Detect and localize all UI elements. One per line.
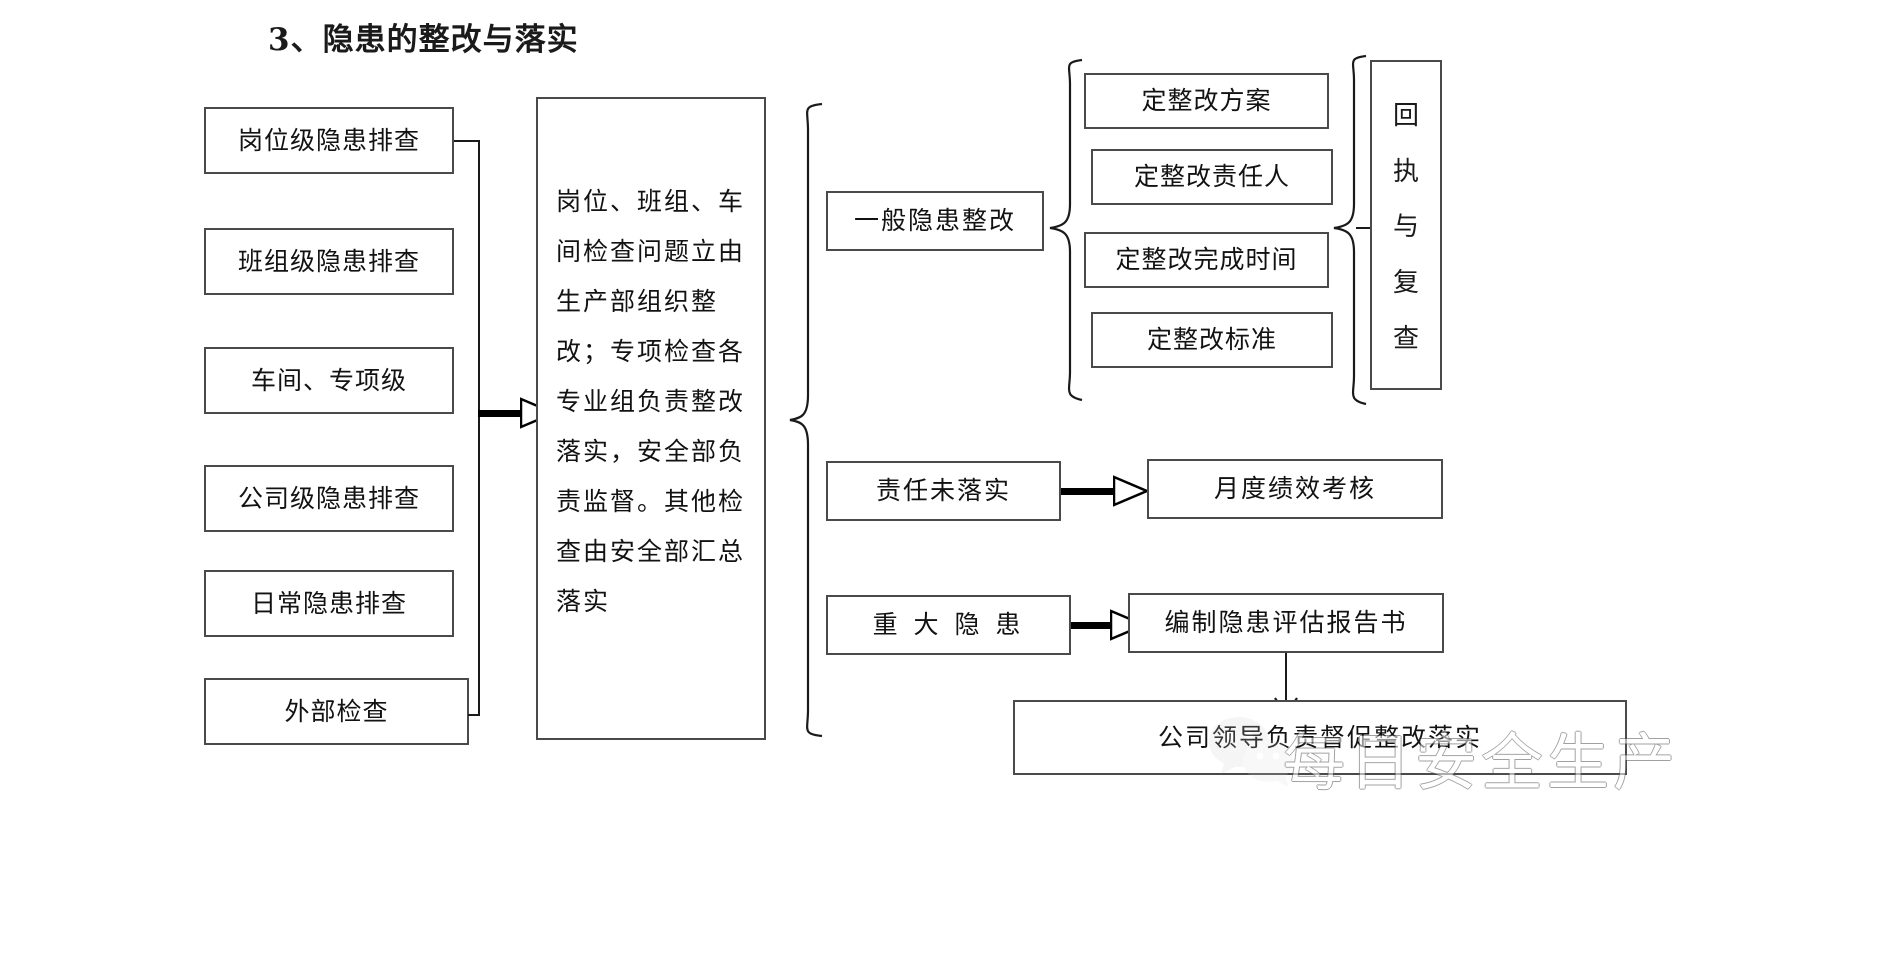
receipt-char: 复 bbox=[1392, 268, 1419, 299]
detail-box-label: 定整改方案 bbox=[1141, 86, 1272, 116]
brace-receipt bbox=[1333, 54, 1367, 406]
page-title: 3、隐患的整改与落实 bbox=[268, 22, 579, 58]
left-box-label: 岗位级隐患排查 bbox=[237, 125, 420, 155]
detail-box-deadline[interactable]: 定整改完成时间 bbox=[1084, 232, 1329, 288]
arrow-tail-responsibility bbox=[1061, 488, 1123, 495]
detail-box-responsible[interactable]: 定整改责任人 bbox=[1091, 149, 1333, 205]
connector-report-to-leader bbox=[1285, 653, 1287, 705]
left-box-external[interactable]: 外部检查 bbox=[204, 678, 469, 745]
receipt-char: 执 bbox=[1392, 156, 1419, 187]
left-box-workshop-level[interactable]: 车间、专项级 bbox=[204, 347, 454, 414]
arrow-tail-to-center bbox=[478, 410, 528, 417]
responsibility-unfulfilled-box[interactable]: 责任未落实 bbox=[826, 461, 1061, 521]
detail-box-plan[interactable]: 定整改方案 bbox=[1084, 73, 1329, 129]
connector-stub-post bbox=[454, 140, 480, 142]
leader-supervision-box[interactable]: 公司领导负责督促整改落实 bbox=[1013, 700, 1627, 775]
connector-left-bus bbox=[478, 140, 480, 715]
detail-box-label: 定整改责任人 bbox=[1133, 162, 1290, 192]
assessment-report-box[interactable]: 编制隐患评估报告书 bbox=[1128, 593, 1444, 653]
detail-box-label: 定整改标准 bbox=[1146, 325, 1277, 355]
left-box-label: 公司级隐患排查 bbox=[237, 483, 420, 513]
brace-details bbox=[1049, 58, 1083, 402]
receipt-char: 与 bbox=[1392, 212, 1419, 243]
receipt-char: 回 bbox=[1392, 100, 1419, 131]
receipt-char: 查 bbox=[1392, 324, 1419, 355]
monthly-assessment-box[interactable]: 月度绩效考核 bbox=[1147, 459, 1443, 519]
general-rectification-label: 一般隐患整改 bbox=[853, 206, 1016, 236]
left-box-label: 外部检查 bbox=[284, 696, 389, 726]
responsibility-unfulfilled-label: 责任未落实 bbox=[875, 476, 1011, 506]
connector-stub-external bbox=[468, 714, 480, 716]
left-box-daily[interactable]: 日常隐患排查 bbox=[204, 570, 454, 637]
major-hazard-box[interactable]: 重 大 隐 患 bbox=[826, 595, 1071, 655]
monthly-assessment-label: 月度绩效考核 bbox=[1213, 474, 1376, 504]
connector-to-receipt bbox=[1356, 227, 1372, 229]
general-rectification-box[interactable]: 一般隐患整改 bbox=[826, 191, 1044, 251]
arrow-tail-major-hazard bbox=[1071, 622, 1119, 629]
leader-supervision-label: 公司领导负责督促整改落实 bbox=[1157, 722, 1482, 752]
left-box-label: 车间、专项级 bbox=[250, 365, 407, 395]
center-process-text: 岗位、班组、车间检查问题立由生产部组织整改；专项检查各专业组负责整改落实，安全部… bbox=[556, 187, 746, 616]
center-process-box[interactable]: 岗位、班组、车间检查问题立由生产部组织整改；专项检查各专业组负责整改落实，安全部… bbox=[536, 97, 766, 740]
receipt-review-box[interactable]: 回 执 与 复 查 bbox=[1370, 60, 1442, 390]
left-box-post-level[interactable]: 岗位级隐患排查 bbox=[204, 107, 454, 174]
detail-box-label: 定整改完成时间 bbox=[1115, 245, 1298, 275]
major-hazard-label: 重 大 隐 患 bbox=[872, 610, 1025, 640]
left-box-company-level[interactable]: 公司级隐患排查 bbox=[204, 465, 454, 532]
assessment-report-label: 编制隐患评估报告书 bbox=[1164, 608, 1408, 638]
arrow-head-major-hazard bbox=[1110, 609, 1146, 641]
detail-box-standard[interactable]: 定整改标准 bbox=[1091, 312, 1333, 368]
arrow-head-responsibility bbox=[1113, 475, 1149, 507]
left-box-label: 日常隐患排查 bbox=[250, 588, 407, 618]
left-box-label: 班组级隐患排查 bbox=[237, 246, 420, 276]
left-box-team-level[interactable]: 班组级隐患排查 bbox=[204, 228, 454, 295]
brace-center-out bbox=[789, 102, 823, 738]
